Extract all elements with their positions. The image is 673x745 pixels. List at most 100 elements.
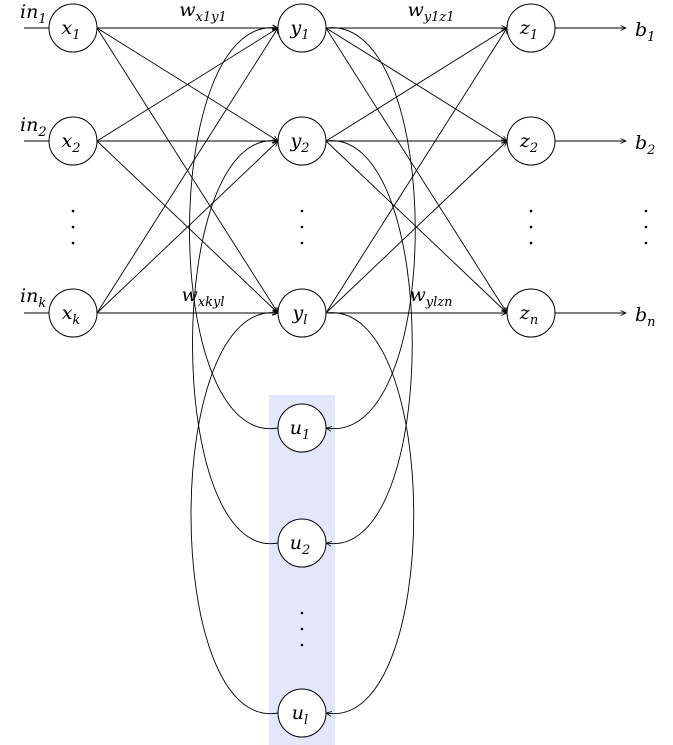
node-u2-label-subscript: 2 bbox=[301, 543, 310, 558]
node-z2-circle bbox=[506, 116, 556, 166]
node-u1-circle bbox=[277, 403, 327, 453]
weight-label-1-base: w bbox=[179, 0, 195, 21]
node-xk-circle bbox=[48, 288, 98, 338]
output-label-3-subscript: n bbox=[647, 315, 655, 330]
arc-y2-to-u2 bbox=[326, 140, 413, 544]
arc-y1-to-u1 bbox=[326, 27, 416, 429]
context-ellipsis-dot-3 bbox=[300, 643, 304, 647]
node-u2: u2 bbox=[277, 518, 327, 568]
node-u1-label-base: u bbox=[290, 417, 302, 439]
edge-y2-z1 bbox=[325, 28, 507, 142]
node-y1-label-subscript: 1 bbox=[301, 28, 309, 43]
node-y2-circle bbox=[277, 116, 327, 166]
context-layer-band bbox=[269, 395, 335, 745]
arc-u1-to-y1 bbox=[189, 28, 279, 429]
node-z1-circle bbox=[506, 3, 556, 53]
node-x2: x2 bbox=[48, 116, 98, 166]
input-label-2-subscript: 2 bbox=[37, 125, 46, 140]
weight-label-2-base: w bbox=[407, 0, 423, 21]
output-ellipsis-dot-3 bbox=[529, 241, 533, 245]
input-label-3-subscript: k bbox=[38, 296, 46, 311]
connection-edges bbox=[96, 28, 507, 314]
input-ellipsis-dot-2 bbox=[71, 225, 75, 229]
weight-label-1: wx1y1 bbox=[179, 0, 226, 25]
node-u1-label-subscript: 1 bbox=[302, 428, 310, 443]
node-x2-label-base: x bbox=[62, 130, 73, 152]
io-lines bbox=[24, 28, 626, 313]
node-yl-label-base: y bbox=[292, 302, 304, 324]
node-x1: x1 bbox=[48, 3, 98, 53]
hidden-ellipsis-dot-3 bbox=[300, 241, 304, 245]
recurrent-arcs bbox=[189, 27, 416, 714]
node-z2: z2 bbox=[506, 116, 556, 166]
node-u2-label: u2 bbox=[290, 532, 311, 558]
node-y1-circle bbox=[277, 3, 327, 53]
node-yl-label-subscript: l bbox=[303, 313, 307, 328]
input-label-3-base: in bbox=[20, 285, 38, 307]
node-xk-label-subscript: k bbox=[72, 313, 80, 328]
label-ellipsis-dot-3 bbox=[644, 241, 648, 245]
node-y1: y1 bbox=[277, 3, 327, 53]
node-x1-label-subscript: 1 bbox=[72, 28, 80, 43]
node-ul-label-base: u bbox=[292, 702, 304, 724]
node-ul-label-subscript: l bbox=[304, 713, 308, 728]
context-ellipsis-dot-1 bbox=[300, 611, 304, 615]
node-x2-label: x2 bbox=[62, 130, 81, 156]
output-ellipsis-dot-1 bbox=[529, 209, 533, 213]
node-u1: u1 bbox=[277, 403, 327, 453]
node-z2-label-subscript: 2 bbox=[529, 141, 538, 156]
node-zn-label-base: z bbox=[519, 302, 531, 324]
input-ellipsis-dot-3 bbox=[71, 241, 75, 245]
node-x2-circle bbox=[48, 116, 98, 166]
node-y2-label: y2 bbox=[289, 130, 309, 156]
node-x1-label-base: x bbox=[62, 17, 73, 39]
node-ul-circle bbox=[277, 688, 327, 738]
node-y1-label: y1 bbox=[289, 17, 309, 43]
node-yl-circle bbox=[277, 288, 327, 338]
weight-label-1-subscript: x1y1 bbox=[196, 10, 227, 25]
node-yl: yl bbox=[277, 288, 327, 338]
node-ul: ul bbox=[277, 688, 327, 738]
output-label-1-base: b bbox=[635, 19, 647, 41]
node-xk-label-base: x bbox=[62, 302, 73, 324]
node-y2-label-subscript: 2 bbox=[300, 141, 309, 156]
ellipsis-dots bbox=[71, 209, 648, 647]
node-zn-label: zn bbox=[519, 302, 538, 328]
node-u1-label: u1 bbox=[290, 417, 311, 443]
weight-label-4-subscript: ylzn bbox=[425, 295, 453, 310]
edge-x3-y1 bbox=[96, 28, 278, 314]
node-z1: z1 bbox=[506, 3, 556, 53]
node-ul-label: ul bbox=[292, 702, 308, 728]
input-label-2-base: in bbox=[20, 114, 38, 136]
output-label-2-base: b bbox=[635, 132, 647, 154]
input-label-3: ink bbox=[20, 285, 46, 311]
input-label-1-base: in bbox=[20, 1, 38, 23]
node-z2-label: z2 bbox=[519, 130, 538, 156]
node-xk: xk bbox=[48, 288, 98, 338]
node-y2-label-base: y bbox=[289, 130, 301, 152]
node-zn-label-subscript: n bbox=[530, 313, 538, 328]
weight-label-4-base: w bbox=[410, 284, 426, 306]
node-x1-circle bbox=[48, 3, 98, 53]
edge-x3-y2 bbox=[96, 141, 278, 314]
output-ellipsis-dot-2 bbox=[529, 225, 533, 229]
context-ellipsis-dot-2 bbox=[300, 627, 304, 631]
label-ellipsis-dot-1 bbox=[644, 209, 648, 213]
node-yl-label: yl bbox=[292, 302, 308, 328]
output-label-3-base: b bbox=[635, 304, 647, 326]
input-label-1: in1 bbox=[20, 1, 47, 27]
node-u2-label-base: u bbox=[290, 532, 302, 554]
arc-u2-to-y2 bbox=[192, 141, 279, 544]
weight-label-2-subscript: y1z1 bbox=[423, 10, 455, 25]
output-label-1-subscript: 1 bbox=[647, 30, 655, 45]
node-z1-label-base: z bbox=[519, 17, 531, 39]
output-label-3: bn bbox=[635, 304, 656, 330]
node-z2-label-base: z bbox=[519, 130, 531, 152]
weight-label-3-base: w bbox=[182, 284, 198, 306]
node-x1-label: x1 bbox=[62, 17, 81, 43]
node-zn: zn bbox=[506, 288, 556, 338]
hidden-ellipsis-dot-1 bbox=[300, 209, 304, 213]
